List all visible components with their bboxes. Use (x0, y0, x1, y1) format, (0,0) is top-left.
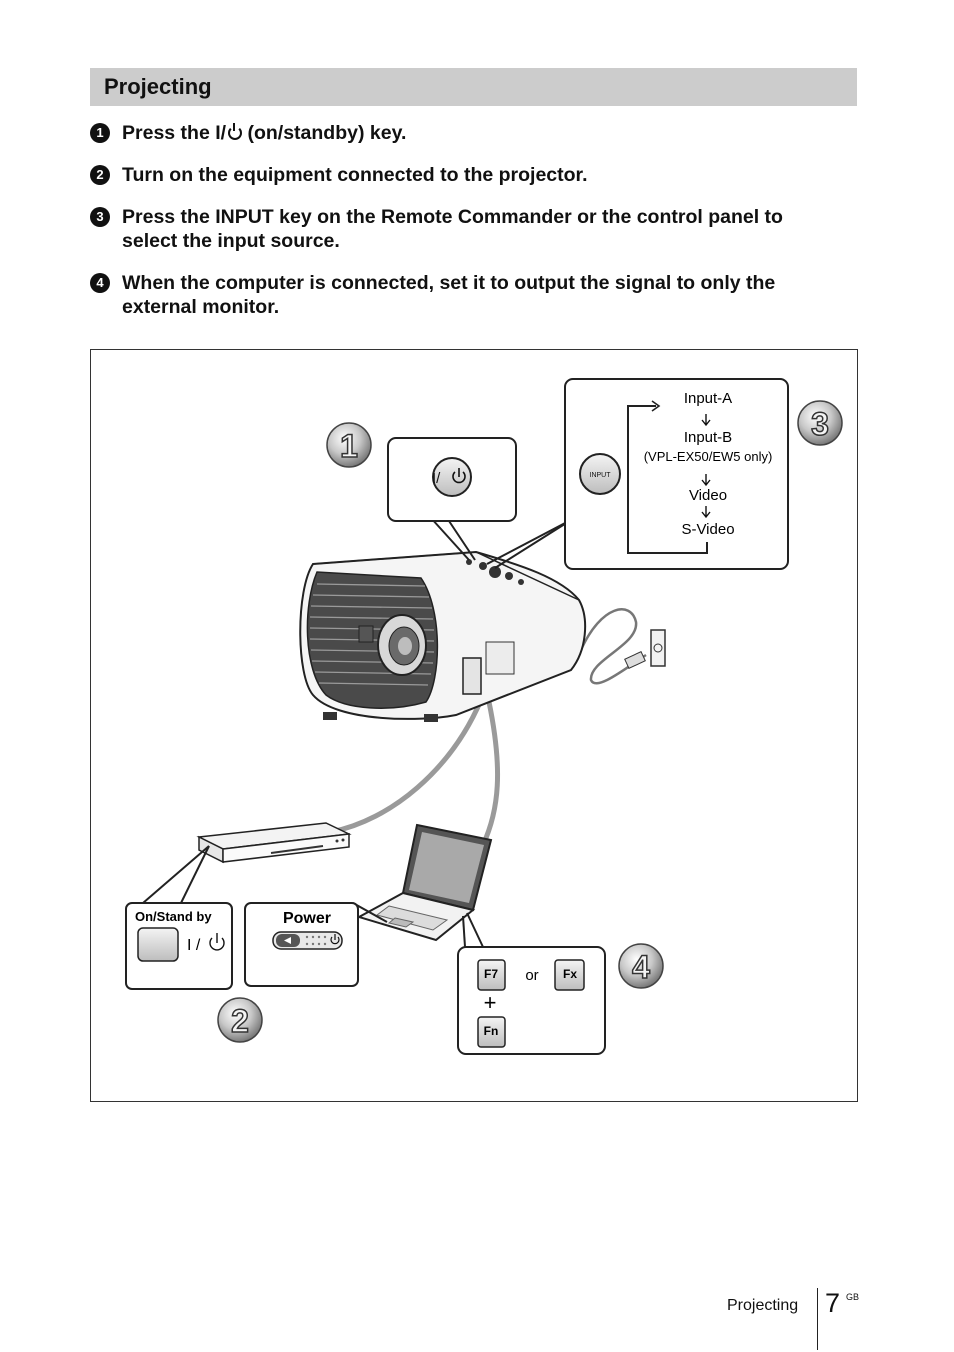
dvd-standby-key-icon (137, 927, 179, 962)
callout-ball-1: 1 (326, 422, 372, 468)
fn-key-label: Fn (484, 1024, 499, 1038)
step-text-line: When the computer is connected, set it t… (122, 272, 776, 294)
input-a-label: Input-A (684, 390, 732, 407)
video-label: Video (689, 487, 727, 504)
connection-diagram: I/ INPUT Input-A Input-B (VPL-EX50/EW5 o… (90, 349, 858, 1102)
projector-power-key-icon (432, 457, 472, 497)
input-b-label: Input-B (684, 429, 732, 446)
power-symbol-icon (228, 123, 243, 140)
step-number: 4 (90, 273, 110, 293)
dvd-standby-panel (125, 902, 233, 990)
laptop-power-title: Power (283, 910, 331, 927)
footer-divider (817, 1288, 818, 1350)
step-text: When the computer is connected, set it t… (122, 271, 862, 319)
step-text-line: external monitor. (122, 296, 280, 318)
fx-key-label: Fx (563, 967, 577, 981)
f7-key-label: F7 (484, 967, 498, 981)
page-number: 7 (825, 1288, 841, 1318)
laptop-power-slider-icon (272, 931, 343, 950)
callout-number: 2 (231, 1003, 249, 1039)
input-button-icon (579, 453, 621, 495)
step-number: 2 (90, 165, 110, 185)
fx-key (554, 959, 585, 991)
wall-outlet (624, 629, 666, 669)
computer-cable (480, 701, 501, 847)
step-number: 3 (90, 207, 110, 227)
fn-key (477, 1016, 506, 1048)
step-text: Press the INPUT key on the Remote Comman… (122, 205, 862, 253)
diagram-svg: I/ INPUT Input-A Input-B (VPL-EX50/EW5 o… (125, 378, 843, 1055)
step-text: Press the I/ (on/standby) key. (122, 121, 862, 145)
section-header: Projecting (90, 68, 857, 106)
power-cord (579, 608, 647, 685)
step-number: 1 (90, 123, 110, 143)
power-key-label: I/ (432, 470, 441, 487)
plus-label: + (484, 990, 497, 1015)
dvd-player (196, 822, 352, 864)
page-language-suffix: GB (846, 1292, 860, 1302)
dvd-power-symbol-icon (209, 933, 225, 951)
callout-ball-3: 3 (797, 400, 843, 446)
step-text: Turn on the equipment connected to the p… (122, 164, 588, 186)
callout-ball-4: 4 (618, 943, 664, 989)
or-label: or (525, 967, 538, 984)
step-text-line: select the input source. (122, 230, 340, 252)
dvd-standby-title: On/Stand by (135, 909, 212, 924)
section-title: Projecting (104, 74, 212, 99)
laptop (356, 823, 493, 942)
step-text-post: (on/standby) key. (242, 122, 407, 144)
input-selection-callout (564, 378, 789, 570)
step-text-pre: Press the I/ (122, 122, 227, 144)
video-cable (210, 699, 484, 845)
input-button-label: INPUT (590, 472, 612, 479)
input-b-note: (VPL-EX50/EW5 only) (644, 449, 773, 464)
input-cycle-loop (627, 405, 708, 554)
f7-key (477, 959, 506, 991)
callout-ball-2: 2 (217, 997, 263, 1043)
s-video-label: S-Video (681, 521, 734, 538)
callout-number: 4 (632, 949, 650, 985)
projector (299, 550, 587, 722)
footer-section-label: Projecting (727, 1297, 799, 1314)
dvd-standby-symbol: I / (187, 937, 201, 954)
callout-number: 3 (811, 406, 829, 442)
callout-number: 1 (340, 428, 358, 464)
power-key-symbol-icon (452, 468, 466, 484)
step-text-line: Press the INPUT key on the Remote Comman… (122, 206, 783, 228)
